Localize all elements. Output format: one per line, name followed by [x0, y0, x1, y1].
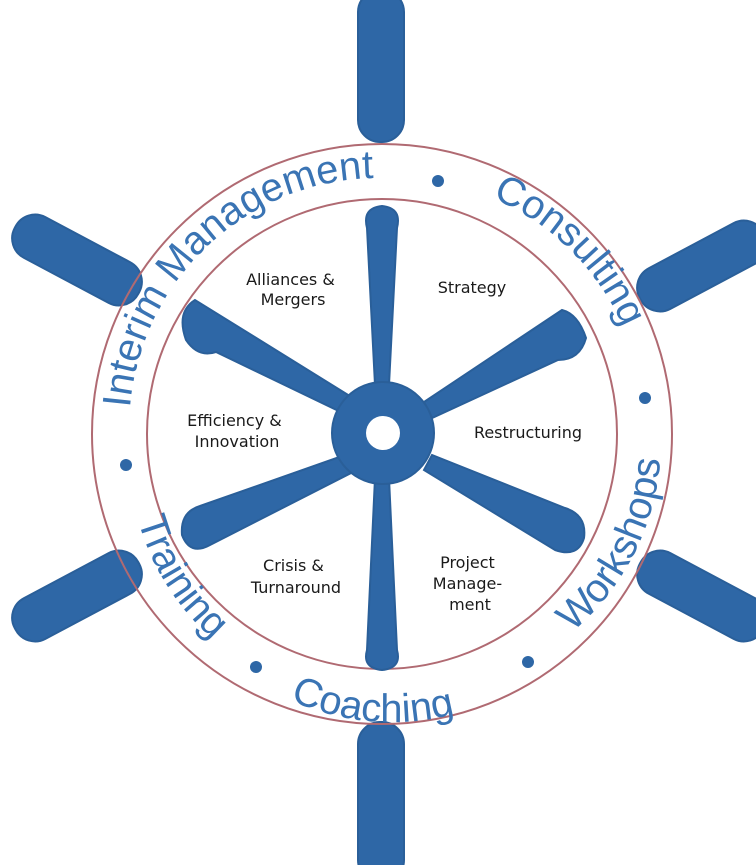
label-efficiency-line-1: Efficiency &: [187, 411, 282, 430]
spoke-upper-left: [181, 298, 355, 416]
label-crisis-line-1: Crisis &: [263, 556, 324, 575]
ring-text-coaching: Coaching: [287, 668, 458, 731]
label-strategy-line-1: Strategy: [438, 278, 507, 297]
label-crisis-line-2: Turnaround: [250, 578, 341, 597]
spoke-bottom: [365, 477, 399, 672]
separator-dot-icon: [522, 656, 534, 668]
label-project-line-2: Manage-: [433, 574, 502, 593]
handle-bottom-left: [11, 549, 143, 643]
segment-labels: Alliances & Mergers Strategy Efficiency …: [187, 270, 582, 614]
ring-outer-line: [91, 143, 673, 725]
label-project-management: Project Manage- ment: [433, 553, 507, 614]
label-restructuring: Restructuring: [474, 423, 582, 442]
label-efficiency-innovation: Efficiency & Innovation: [187, 411, 287, 451]
separator-dot-icon: [120, 459, 132, 471]
label-efficiency-line-2: Innovation: [195, 432, 280, 451]
spoke-top: [365, 204, 399, 386]
label-crisis-turnaround: Crisis & Turnaround: [250, 556, 341, 597]
ring-label-coaching: Coaching: [287, 668, 458, 731]
ring-text-consulting: Consulting: [488, 166, 655, 331]
hub-inner: [366, 416, 400, 450]
outer-handles: [11, 0, 756, 865]
handle-top: [357, 0, 405, 143]
handle-top-left: [11, 213, 143, 307]
label-project-line-3: ment: [449, 595, 491, 614]
separator-dots: [120, 175, 651, 673]
label-alliances-mergers: Alliances & Mergers: [246, 270, 340, 309]
ring-label-consulting: Consulting: [488, 166, 655, 331]
spoke-lower-right: [422, 453, 586, 554]
handle-bottom-right: [636, 549, 756, 643]
separator-dot-icon: [432, 175, 444, 187]
label-alliances-line-1: Alliances &: [246, 270, 335, 289]
label-strategy: Strategy: [438, 278, 507, 297]
label-project-line-1: Project: [440, 553, 495, 572]
wheel-spokes: [180, 204, 588, 672]
handle-bottom: [357, 721, 405, 865]
wheel-hub-icon: [331, 381, 435, 485]
label-alliances-line-2: Mergers: [261, 290, 326, 309]
spoke-lower-left: [180, 453, 355, 550]
handle-top-right: [636, 219, 756, 313]
separator-dot-icon: [639, 392, 651, 404]
label-restructuring-line-1: Restructuring: [474, 423, 582, 442]
spoke-upper-right: [422, 308, 588, 420]
separator-dot-icon: [250, 661, 262, 673]
